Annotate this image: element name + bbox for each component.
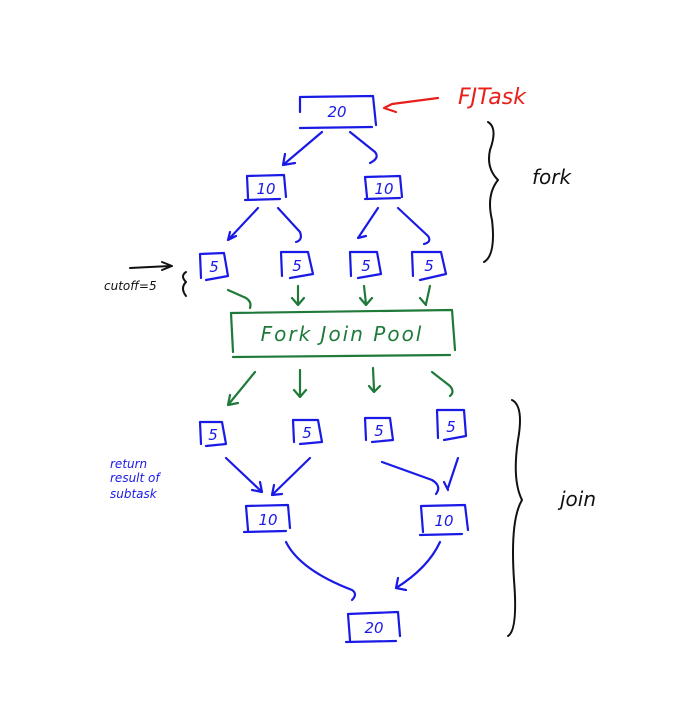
join-brace <box>507 399 523 637</box>
fjtask-label: FJTask <box>458 85 527 110</box>
svg-text:5: 5 <box>361 257 371 275</box>
fork-node-10-right: 10 <box>363 174 404 201</box>
join-arrow <box>284 540 357 602</box>
svg-text:5: 5 <box>208 426 218 444</box>
result-arrow <box>292 368 308 399</box>
fork-label: fork <box>532 165 573 189</box>
submit-arrow <box>358 284 374 307</box>
join-node-10-right: 10 <box>418 503 470 537</box>
svg-text:10: 10 <box>374 180 393 198</box>
svg-text:5: 5 <box>374 422 384 440</box>
return-note-line: subtask <box>110 487 158 501</box>
pool-label: Fork Join Pool <box>261 322 424 346</box>
node-value: 20 <box>327 103 346 121</box>
join-arrow <box>442 456 460 492</box>
cutoff-arrow-icon <box>129 261 173 271</box>
fork-join-pool: Fork Join Pool <box>229 308 457 359</box>
svg-text:20: 20 <box>364 619 383 637</box>
fork-node-10-left: 10 <box>243 173 288 202</box>
submit-arrow <box>418 284 432 307</box>
join-arrow <box>224 456 264 494</box>
result-arrow <box>367 366 382 394</box>
return-note-line: result of <box>110 471 161 485</box>
svg-text:5: 5 <box>209 258 219 276</box>
svg-text:5: 5 <box>424 257 434 275</box>
fork-leaf-5: 5 <box>279 250 315 280</box>
join-arrow <box>270 456 312 497</box>
svg-text:5: 5 <box>292 257 302 275</box>
fork-arrow <box>348 130 378 165</box>
fork-arrow <box>281 130 324 167</box>
join-leaf-5: 5 <box>198 420 228 448</box>
svg-text:5: 5 <box>446 418 456 436</box>
fork-arrow <box>396 206 431 246</box>
fork-root-node: 20 <box>298 94 378 130</box>
join-leaf-5: 5 <box>291 418 324 446</box>
svg-text:10: 10 <box>256 180 275 198</box>
fork-brace <box>483 121 499 263</box>
svg-text:10: 10 <box>258 511 277 529</box>
fork-arrow <box>276 206 302 244</box>
join-label: join <box>557 487 596 511</box>
submit-arrow <box>290 284 306 307</box>
fork-leaf-5: 5 <box>198 251 230 282</box>
fork-leaf-5: 5 <box>410 250 448 282</box>
svg-text:5: 5 <box>302 424 312 442</box>
join-arrow <box>394 540 442 592</box>
result-arrow <box>226 370 257 407</box>
join-node-10-left: 10 <box>242 503 292 534</box>
submit-arrow <box>226 288 252 310</box>
fork-arrow <box>356 206 380 240</box>
join-root-node: 20 <box>344 610 402 644</box>
cutoff-label: cutoff=5 <box>104 279 157 293</box>
join-arrow <box>380 460 440 496</box>
result-arrow <box>430 370 454 398</box>
join-leaf-5: 5 <box>435 408 468 442</box>
join-leaf-5: 5 <box>363 416 395 444</box>
fork-arrow <box>226 206 260 242</box>
return-note-line: return <box>110 457 147 471</box>
fjtask-arrow-icon <box>382 96 440 114</box>
fork-leaf-5: 5 <box>348 250 383 280</box>
svg-text:10: 10 <box>434 512 453 530</box>
cutoff-brace <box>182 271 187 297</box>
